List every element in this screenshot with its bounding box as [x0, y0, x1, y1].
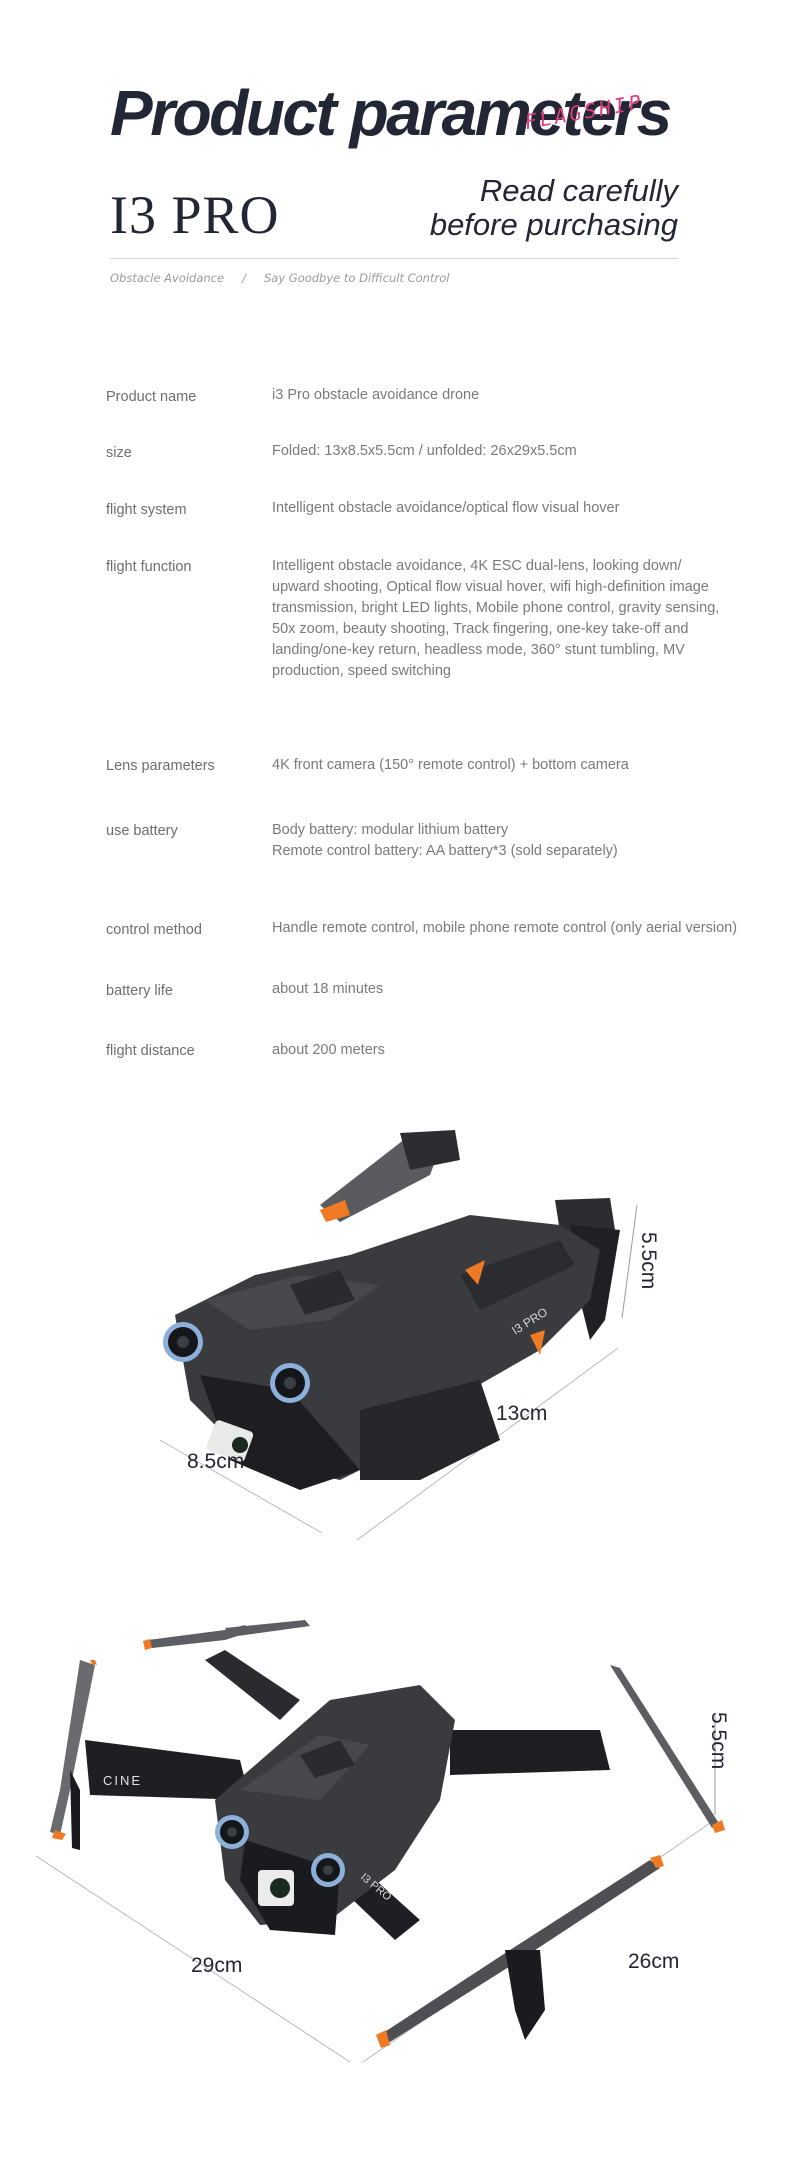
param-label: battery life [106, 983, 173, 999]
param-value: Folded: 13x8.5x5.5cm / unfolded: 26x29x5… [272, 443, 577, 459]
param-value-line: upward shooting, Optical flow visual hov… [272, 579, 709, 595]
param-value-line: Intelligent obstacle avoidance, 4K ESC d… [272, 558, 682, 574]
folded-drone-illustration: I3 PRO [159, 1130, 638, 1541]
param-value-line: 50x zoom, beauty shooting, Track fingeri… [272, 621, 689, 637]
arm-cine-text: CINE [103, 1773, 142, 1788]
unfolded-drone-figure: CINE I3 PRO 29cm 26cm 5.5cm [0, 1590, 790, 2160]
header-divider [110, 258, 678, 259]
param-value: Intelligent obstacle avoidance, 4K ESC d… [272, 556, 752, 682]
folded-drone-figure: I3 PRO 8.5cm 13cm 5.5cm [0, 1120, 790, 1560]
param-label: flight distance [106, 1043, 195, 1059]
dimension-width-label: 26cm [628, 1950, 680, 1973]
purchase-notice-line-2: before purchasing [429, 207, 678, 242]
param-label: use battery [106, 823, 178, 839]
param-value: Body battery: modular lithium battery Re… [272, 820, 618, 862]
tagline: Obstacle Avoidance / Say Goodbye to Diffic… [110, 271, 449, 285]
param-value: Handle remote control, mobile phone remo… [272, 920, 738, 936]
page-title: Product parameters [110, 77, 672, 149]
dimension-length-label: 13cm [496, 1402, 548, 1425]
param-value-line: Remote control battery: AA battery*3 (so… [272, 843, 618, 859]
model-name: I3 PRO [110, 185, 280, 245]
param-label: flight system [106, 502, 187, 518]
page-header: Product parameters FLAGSHIP I3 PRO Read … [0, 0, 790, 300]
purchase-notice-line-1: Read carefully [479, 173, 678, 208]
param-label: flight function [106, 559, 192, 575]
dimension-width-label: 8.5cm [187, 1450, 245, 1473]
param-value: Intelligent obstacle avoidance/optical f… [272, 500, 620, 516]
param-value: i3 Pro obstacle avoidance drone [272, 387, 480, 403]
purchase-notice: Read carefully before purchasing [318, 174, 678, 242]
tagline-feature: Obstacle Avoidance [110, 271, 225, 285]
dimension-height-label: 5.5cm [637, 1232, 660, 1290]
param-label: size [106, 445, 132, 461]
param-value-line: landing/one-key return, headless mode, 3… [272, 642, 685, 658]
param-value-line: production, speed switching [272, 663, 451, 679]
param-value: about 200 meters [272, 1042, 385, 1058]
param-value-line: Body battery: modular lithium battery [272, 822, 509, 838]
param-value: about 18 minutes [272, 981, 384, 997]
param-label: control method [106, 922, 202, 938]
dimension-length-label: 29cm [191, 1954, 243, 1977]
param-label: Lens parameters [106, 758, 215, 774]
tagline-slogan: Say Goodbye to Difficult Control [263, 271, 450, 285]
dimension-height-label: 5.5cm [707, 1712, 730, 1770]
param-value: 4K front camera (150° remote control) + … [272, 757, 629, 773]
param-value-line: transmission, bright LED lights, Mobile … [272, 600, 720, 616]
unfolded-drone-illustration: CINE I3 PRO [35, 1620, 725, 2063]
param-label: Product name [106, 389, 197, 405]
tagline-separator: / [242, 271, 246, 285]
